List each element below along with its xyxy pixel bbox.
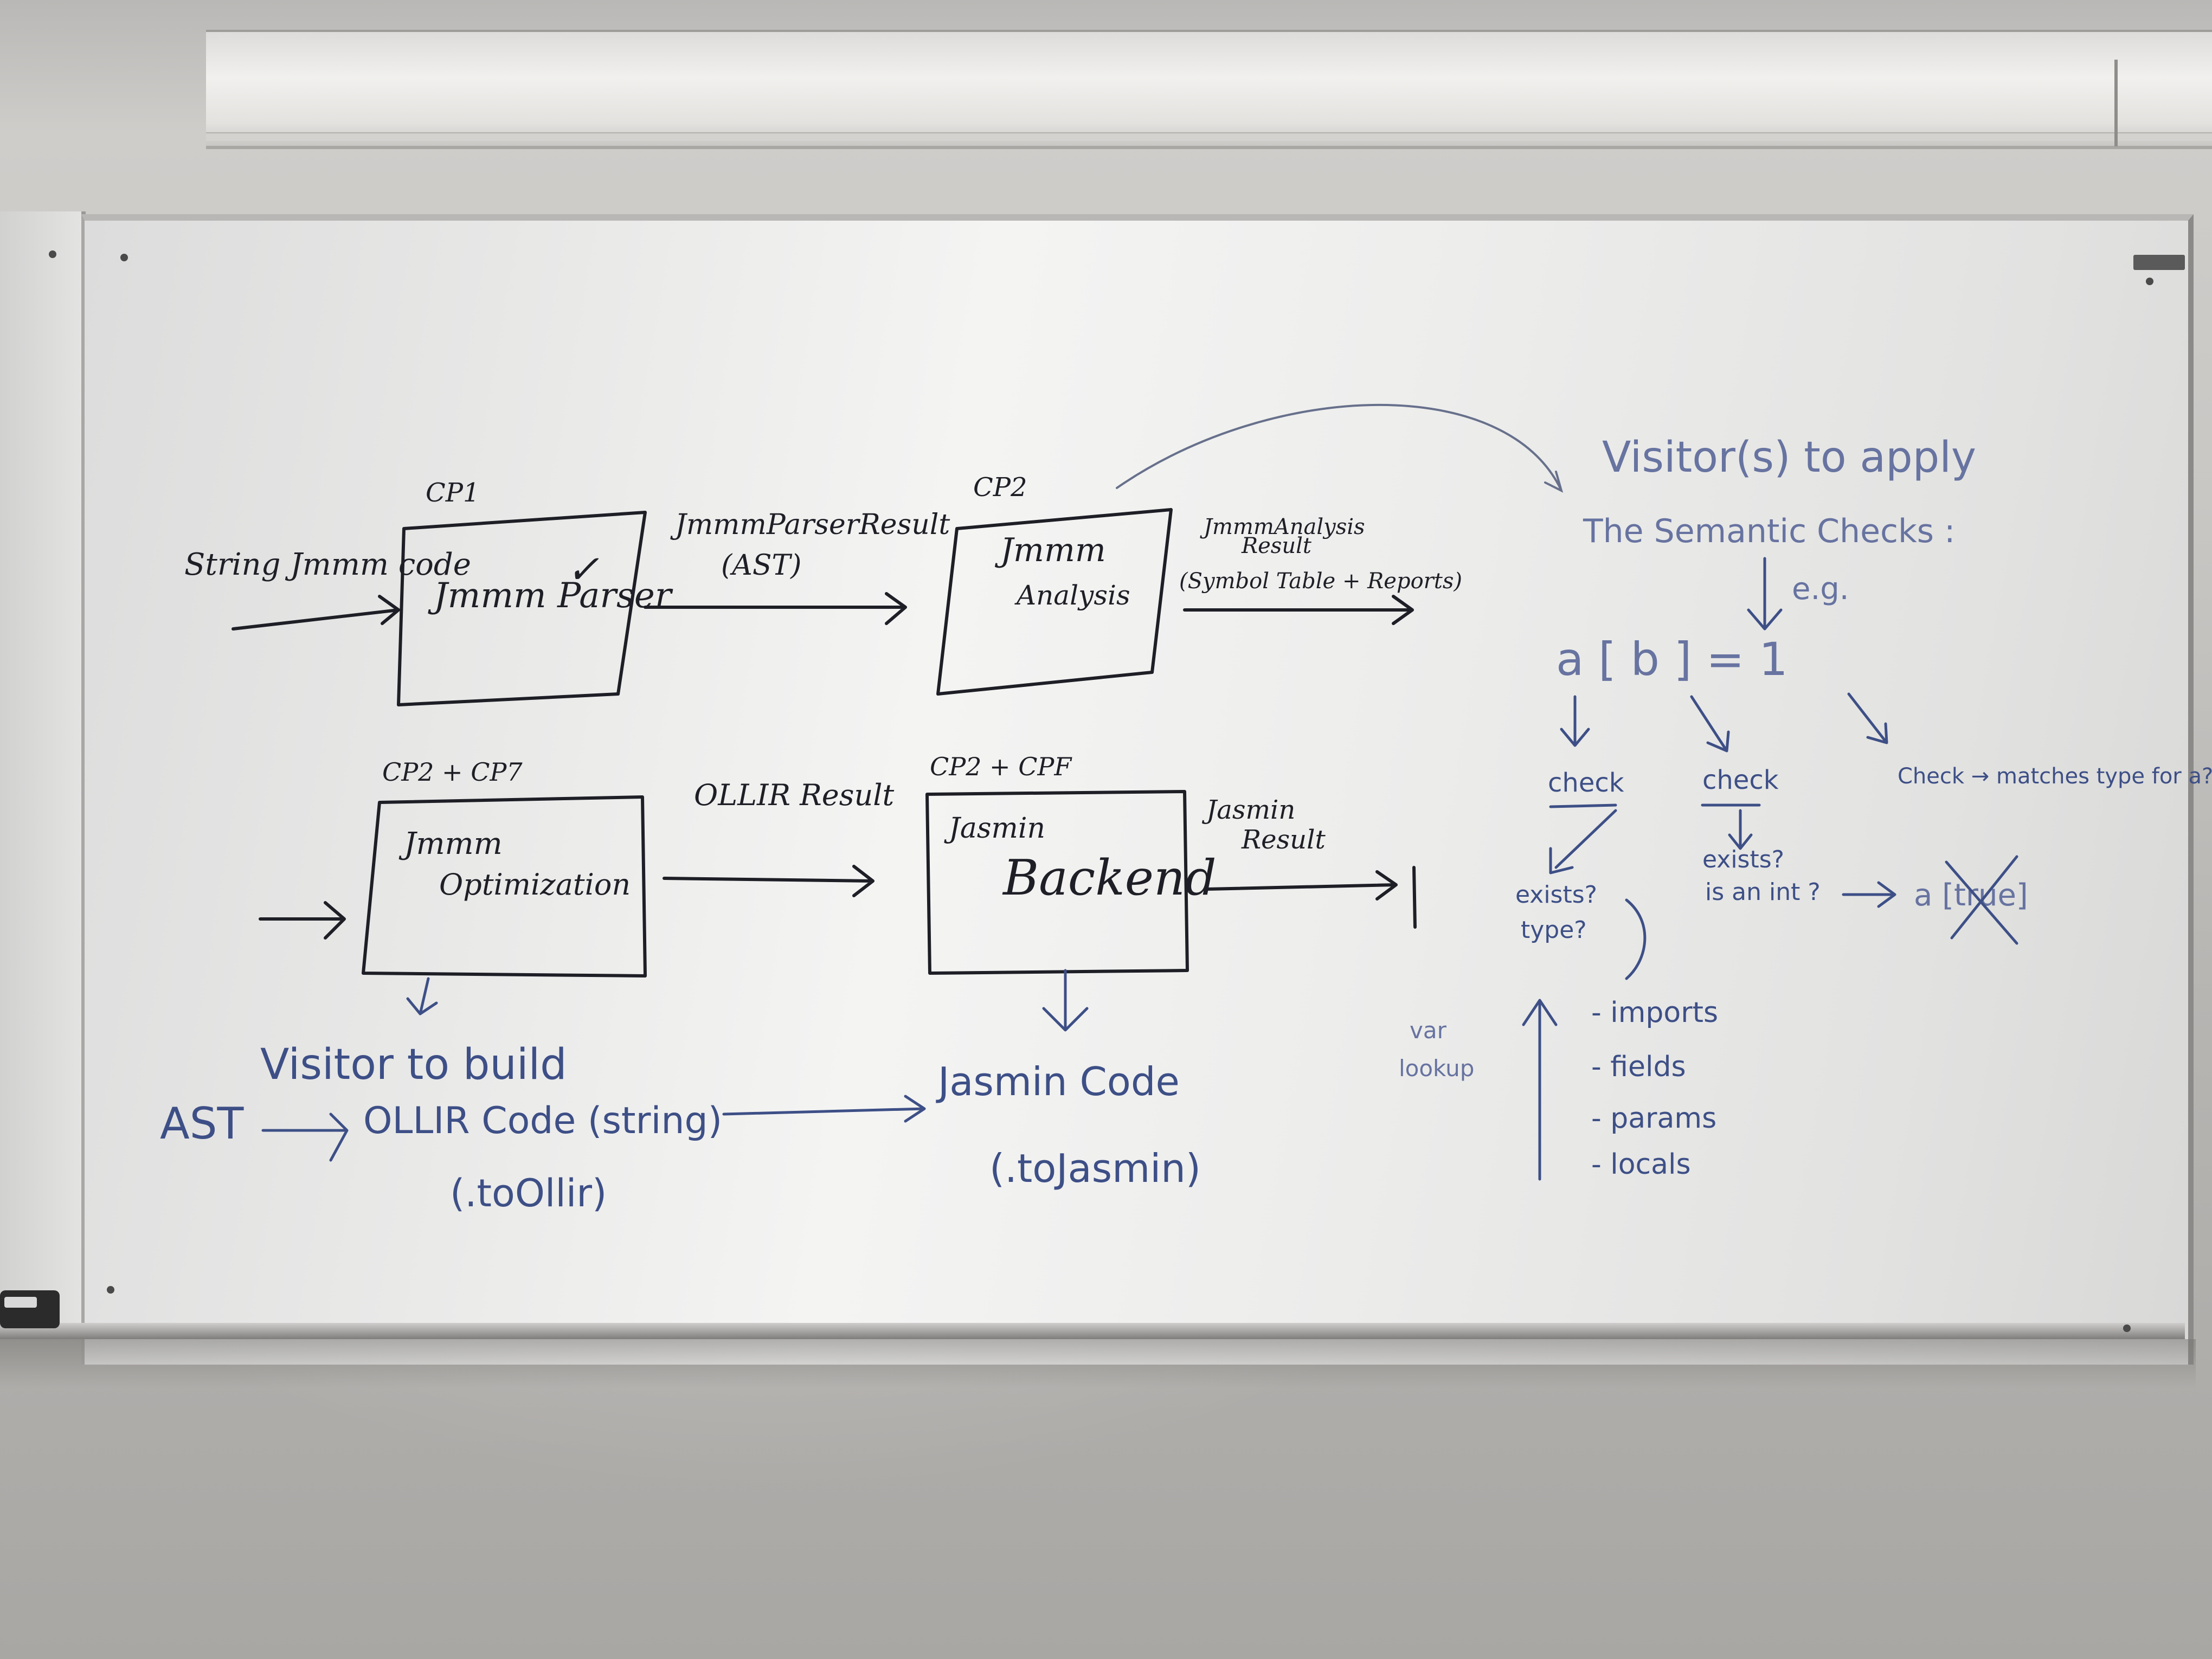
counter-example-cross bbox=[1945, 855, 2018, 945]
eg-arrow bbox=[1747, 557, 1783, 631]
screw bbox=[2146, 278, 2153, 285]
whiteboard bbox=[81, 214, 2194, 1365]
check2-arrow bbox=[1690, 695, 1730, 753]
q1-arrow bbox=[1549, 809, 1617, 874]
check1-underline bbox=[1549, 803, 1617, 808]
fixture-bracket bbox=[2114, 60, 2118, 146]
box3-tag: CP2 + CP7 bbox=[382, 757, 523, 787]
lookup-arrow bbox=[1522, 999, 1558, 1181]
check-mark: ✓ bbox=[567, 546, 599, 592]
tray-shadow bbox=[0, 1339, 2196, 1388]
analysis-box bbox=[936, 508, 1173, 696]
arrow2 bbox=[1183, 595, 1414, 625]
ast-arrow bbox=[261, 1113, 349, 1162]
arrow4-label-1: Jasmin bbox=[1201, 795, 1295, 825]
check3: Check → matches type for a? bbox=[1898, 764, 2212, 789]
to-jasmin: (.toJasmin) bbox=[989, 1146, 1201, 1191]
check2: check bbox=[1702, 765, 1779, 795]
parser-title: Jmmm Parser bbox=[428, 576, 673, 616]
arrow4-label-2: Result bbox=[1241, 825, 1326, 855]
q2-result-arrow bbox=[1842, 881, 1896, 908]
ollir-code: OLLIR Code (string) bbox=[363, 1099, 722, 1142]
semantic-title-2: The Semantic Checks : bbox=[1583, 512, 1955, 550]
check1: check bbox=[1548, 768, 1624, 798]
q1-brace bbox=[1625, 898, 1647, 980]
arrow4 bbox=[1205, 870, 1398, 901]
to-ollir: (.toOllir) bbox=[450, 1171, 607, 1216]
arrow3-label: OLLIR Result bbox=[694, 778, 895, 812]
optimization-box bbox=[362, 795, 647, 978]
board-corner-clip bbox=[2133, 255, 2185, 270]
box2-tag: CP2 bbox=[973, 472, 1027, 503]
analysis-title-1: Jmmm bbox=[994, 531, 1106, 569]
visitor-build: Visitor to build bbox=[260, 1040, 567, 1089]
q2-line1: exists? bbox=[1702, 846, 1784, 873]
scope-params: - params bbox=[1591, 1102, 1716, 1135]
arrow1-label: JmmmParserResult bbox=[670, 509, 950, 541]
q1-line1: exists? bbox=[1515, 881, 1597, 909]
jasmin-code: Jasmin Code bbox=[936, 1059, 1180, 1104]
check1-arrow bbox=[1560, 695, 1590, 747]
screw bbox=[120, 254, 128, 261]
eg-label: e.g. bbox=[1792, 571, 1849, 607]
backend-title-1: Jasmin bbox=[944, 812, 1045, 845]
curved-arrow bbox=[1116, 403, 1564, 493]
arrow3 bbox=[663, 865, 874, 897]
backend-box bbox=[925, 790, 1189, 975]
var-lookup-2: lookup bbox=[1399, 1055, 1474, 1082]
marker-tray bbox=[0, 1323, 2185, 1339]
down-arrow-jasmin bbox=[1042, 969, 1089, 1032]
box4-tag: CP2 + CPF bbox=[930, 752, 1072, 781]
marker-holder bbox=[0, 1290, 60, 1328]
scope-locals: - locals bbox=[1591, 1148, 1691, 1181]
arrow2-label-2: Result bbox=[1241, 533, 1312, 558]
end-bar bbox=[1412, 866, 1417, 929]
check3-arrow bbox=[1847, 692, 1888, 744]
q2-arrow bbox=[1728, 809, 1753, 850]
q2-line2: is an int ? bbox=[1705, 878, 1821, 906]
screw bbox=[107, 1286, 114, 1294]
backend-title-2: Backend bbox=[1002, 850, 1217, 906]
ast-label: AST bbox=[160, 1098, 245, 1149]
screw bbox=[49, 250, 56, 258]
example-expression: a [ b ] = 1 bbox=[1556, 633, 1788, 686]
optimization-title-2: Optimization bbox=[439, 867, 631, 902]
down-arrow-ollir bbox=[406, 977, 438, 1015]
screw bbox=[2123, 1324, 2131, 1332]
ollir-to-jasmin-arrow bbox=[722, 1095, 926, 1123]
arrow1-sub: (AST) bbox=[721, 549, 801, 582]
scope-imports: - imports bbox=[1591, 996, 1718, 1029]
var-lookup-1: var bbox=[1410, 1017, 1447, 1044]
input-arrow bbox=[232, 595, 400, 631]
parser-box bbox=[397, 511, 647, 706]
analysis-title-2: Analysis bbox=[1014, 580, 1130, 611]
input-label: String Jmmm code bbox=[184, 547, 471, 582]
counter-example: a [true] bbox=[1914, 878, 2028, 913]
box1-tag: CP1 bbox=[426, 478, 480, 508]
arrow1 bbox=[644, 592, 907, 625]
arrow2-sub: (Symbol Table + Reports) bbox=[1179, 569, 1462, 594]
ceiling-light-fixture bbox=[206, 30, 2212, 149]
semantic-title-1: Visitor(s) to apply bbox=[1602, 433, 1976, 482]
optimization-title-1: Jmmm bbox=[398, 826, 503, 861]
arrow2-label-1: JmmmAnalysis bbox=[1200, 515, 1365, 539]
q1-line2: type? bbox=[1521, 916, 1587, 944]
opt-input-arrow bbox=[259, 901, 346, 940]
scope-fields: - fields bbox=[1591, 1051, 1686, 1083]
